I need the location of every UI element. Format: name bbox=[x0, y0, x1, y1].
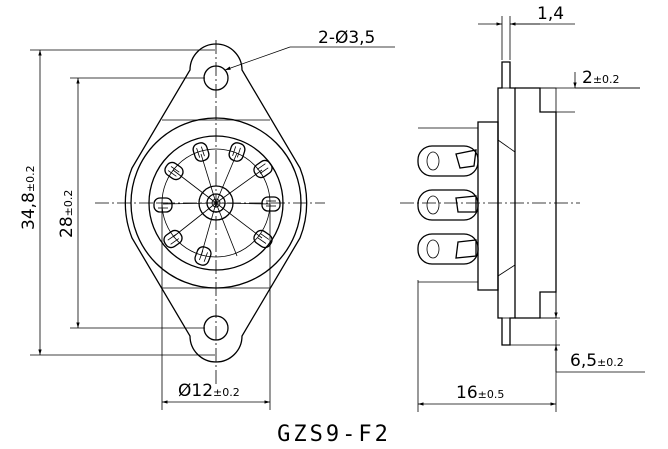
pin-contact-4 bbox=[261, 196, 281, 212]
svg-text:34,8±0.2: 34,8±0.2 bbox=[19, 165, 39, 230]
leader-mount-hole: 2-Ø3,5 bbox=[224, 28, 395, 71]
pin-contact-9 bbox=[164, 161, 184, 181]
svg-text:16±0.5: 16±0.5 bbox=[456, 383, 504, 403]
pin-contact-1 bbox=[192, 142, 210, 162]
pin-length-tol: ±0.2 bbox=[597, 356, 624, 369]
hole-spacing-value: 28 bbox=[57, 216, 77, 238]
pin-contact-8 bbox=[153, 197, 173, 213]
socket-body-outer bbox=[130, 117, 302, 289]
overall-height-value: 34,8 bbox=[19, 192, 39, 230]
hole-spacing-tol: ±0.2 bbox=[62, 190, 75, 217]
offset-value: 2 bbox=[582, 68, 593, 88]
dim-overall-height: 34,8±0.2 bbox=[19, 49, 215, 356]
plate-thickness-value: 1,4 bbox=[537, 4, 564, 24]
pin-contact-2 bbox=[228, 142, 246, 162]
pin-length-value: 6,5 bbox=[570, 351, 597, 371]
dim-body-diameter: Ø12±0.2 bbox=[161, 203, 271, 410]
pin-contact-3 bbox=[253, 159, 273, 179]
svg-text:2±0.2: 2±0.2 bbox=[582, 68, 620, 88]
pin-contacts bbox=[153, 142, 281, 266]
body-step-line bbox=[540, 87, 557, 112]
solder-lugs bbox=[417, 127, 479, 283]
svg-text:28±0.2: 28±0.2 bbox=[57, 190, 77, 238]
socket-body-side bbox=[515, 87, 557, 319]
pin-contact-5 bbox=[253, 229, 273, 249]
svg-text:6,5±0.2: 6,5±0.2 bbox=[570, 351, 624, 371]
drawing-title: GZS9-F2 bbox=[277, 422, 391, 447]
mounting-plate bbox=[497, 61, 516, 346]
offset-tol: ±0.2 bbox=[593, 73, 620, 86]
dim-hole-spacing: 28±0.2 bbox=[57, 77, 205, 329]
rear-housing bbox=[477, 121, 499, 291]
dim-offset: 2±0.2 bbox=[515, 68, 640, 113]
svg-text:Ø12±0.2: Ø12±0.2 bbox=[178, 381, 240, 401]
overall-height-tol: ±0.2 bbox=[24, 165, 37, 192]
solder-lug-3 bbox=[417, 233, 479, 283]
dim-pin-length: 6,5±0.2 bbox=[510, 290, 645, 373]
pin-contact-6 bbox=[194, 246, 212, 266]
solder-lug-2 bbox=[417, 189, 479, 221]
socket-body-rim bbox=[148, 135, 284, 271]
body-diameter-tol: ±0.2 bbox=[213, 386, 240, 399]
solder-lug-1 bbox=[417, 127, 479, 177]
pin-contact-7 bbox=[163, 229, 183, 249]
mounting-flange bbox=[124, 43, 308, 363]
overall-depth-tol: ±0.5 bbox=[478, 388, 505, 401]
side-view: 1,4 2±0.2 6,5±0.2 bbox=[400, 4, 645, 412]
front-view: 34,8±0.2 28±0.2 Ø12±0.2 2-Ø3,5 bbox=[19, 28, 395, 410]
dim-plate-thickness: 1,4 bbox=[478, 4, 575, 60]
mount-hole-label: 2-Ø3,5 bbox=[318, 28, 375, 48]
overall-depth-value: 16 bbox=[456, 383, 478, 403]
body-diameter-value: Ø12 bbox=[178, 381, 213, 401]
dim-overall-depth: 16±0.5 bbox=[417, 280, 557, 412]
